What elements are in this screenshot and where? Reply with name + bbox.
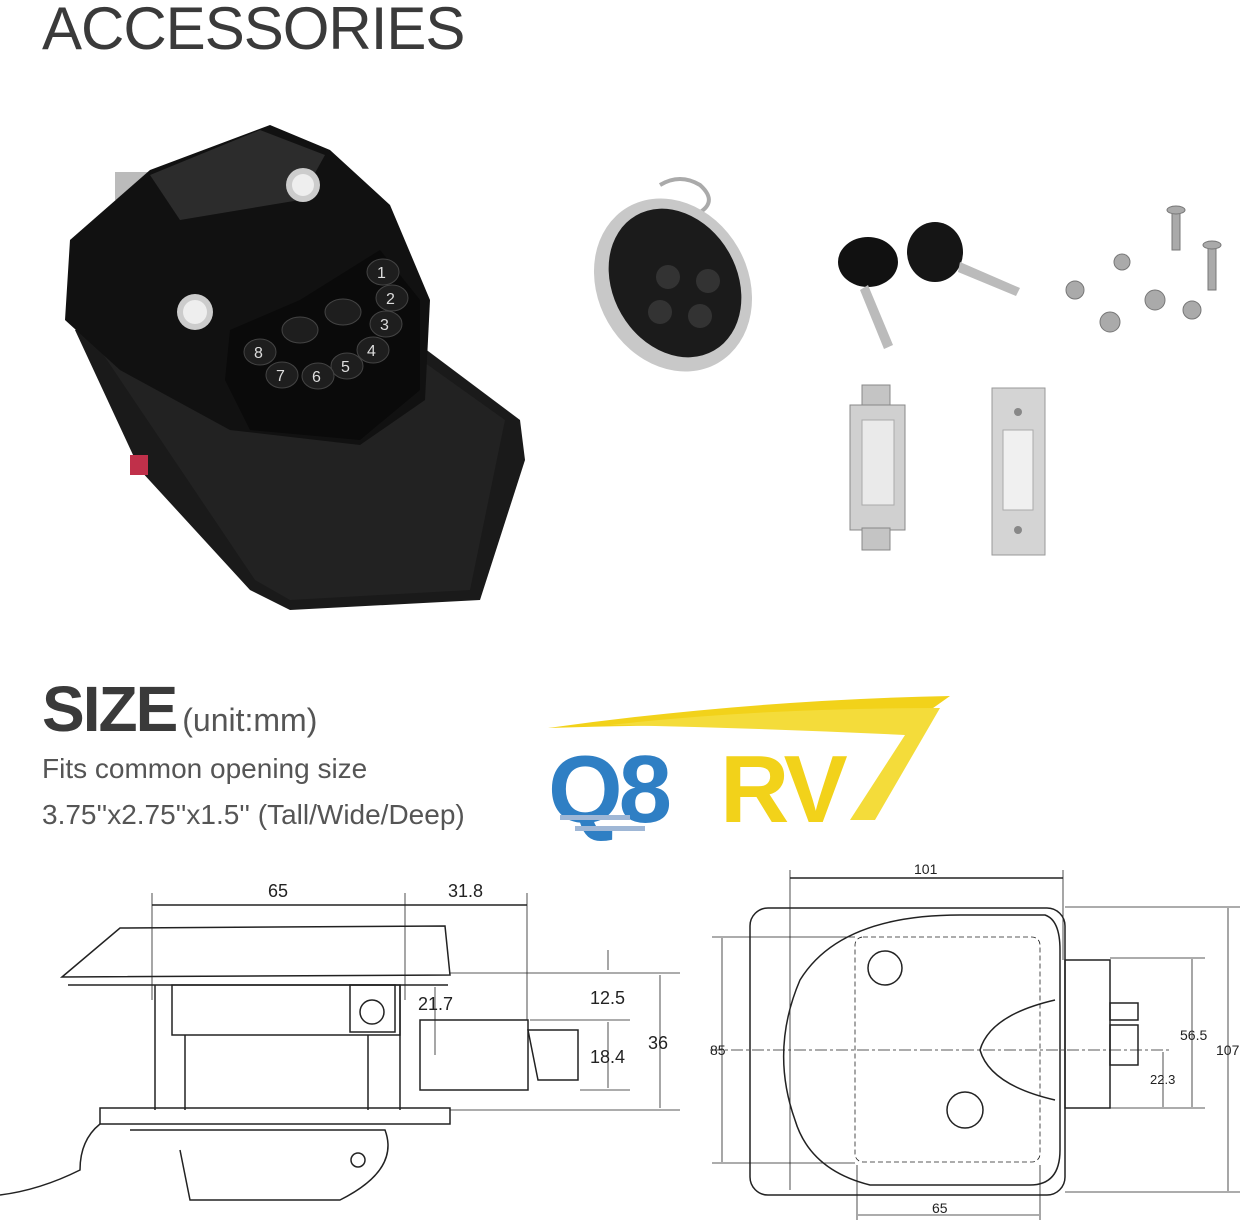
size-dimensions: 3.75''x2.75''x1.5'' (Tall/Wide/Deep): [42, 799, 465, 830]
svg-text:8: 8: [254, 345, 263, 362]
accessories-photos: 1 2 3 4 5 6 7 8: [65, 125, 1222, 610]
remote-fob-image: [593, 177, 753, 372]
dim-front-width: 101: [914, 861, 938, 877]
dim-width: 65: [268, 881, 288, 901]
keys-image: [838, 222, 1020, 349]
size-heading: SIZE: [42, 673, 178, 745]
size-unit: (unit:mm): [182, 702, 318, 738]
dim-inner-height: 85: [710, 1042, 726, 1058]
side-view-drawing: 65 31.8 21.7 12.5 36 18.4: [0, 881, 680, 1201]
keypad-lock-image: 1 2 3 4 5 6 7 8: [65, 125, 525, 610]
dim-bolt-center: 21.7: [418, 994, 453, 1014]
size-section: SIZE(unit:mm) Fits common opening size 3…: [42, 672, 465, 838]
front-view-drawing: 101 85 107 56.5 22.3 65: [710, 861, 1240, 1220]
dim-top-offset: 12.5: [590, 988, 625, 1008]
dim-bolt-extension: 31.8: [448, 881, 483, 901]
strike-plates-image: [849, 384, 1046, 556]
svg-text:6: 6: [312, 369, 321, 386]
accessories-title: ACCESSORIES: [42, 0, 465, 62]
screws-image: [1065, 205, 1222, 333]
svg-text:7: 7: [276, 368, 285, 385]
svg-text:5: 5: [341, 359, 350, 376]
svg-text:4: 4: [367, 343, 376, 360]
dim-depth: 36: [648, 1033, 668, 1053]
svg-text:1: 1: [377, 265, 386, 282]
svg-text:3: 3: [380, 317, 389, 334]
svg-text:2: 2: [386, 291, 395, 308]
dim-bolt-offset: 22.3: [1150, 1072, 1175, 1087]
dim-bolt-span: 56.5: [1180, 1027, 1207, 1043]
dim-bolt-height: 18.4: [590, 1047, 625, 1067]
dim-inner-width: 65: [932, 1200, 948, 1216]
size-description: Fits common opening size: [42, 753, 368, 784]
dim-outer-height: 107: [1216, 1042, 1240, 1058]
